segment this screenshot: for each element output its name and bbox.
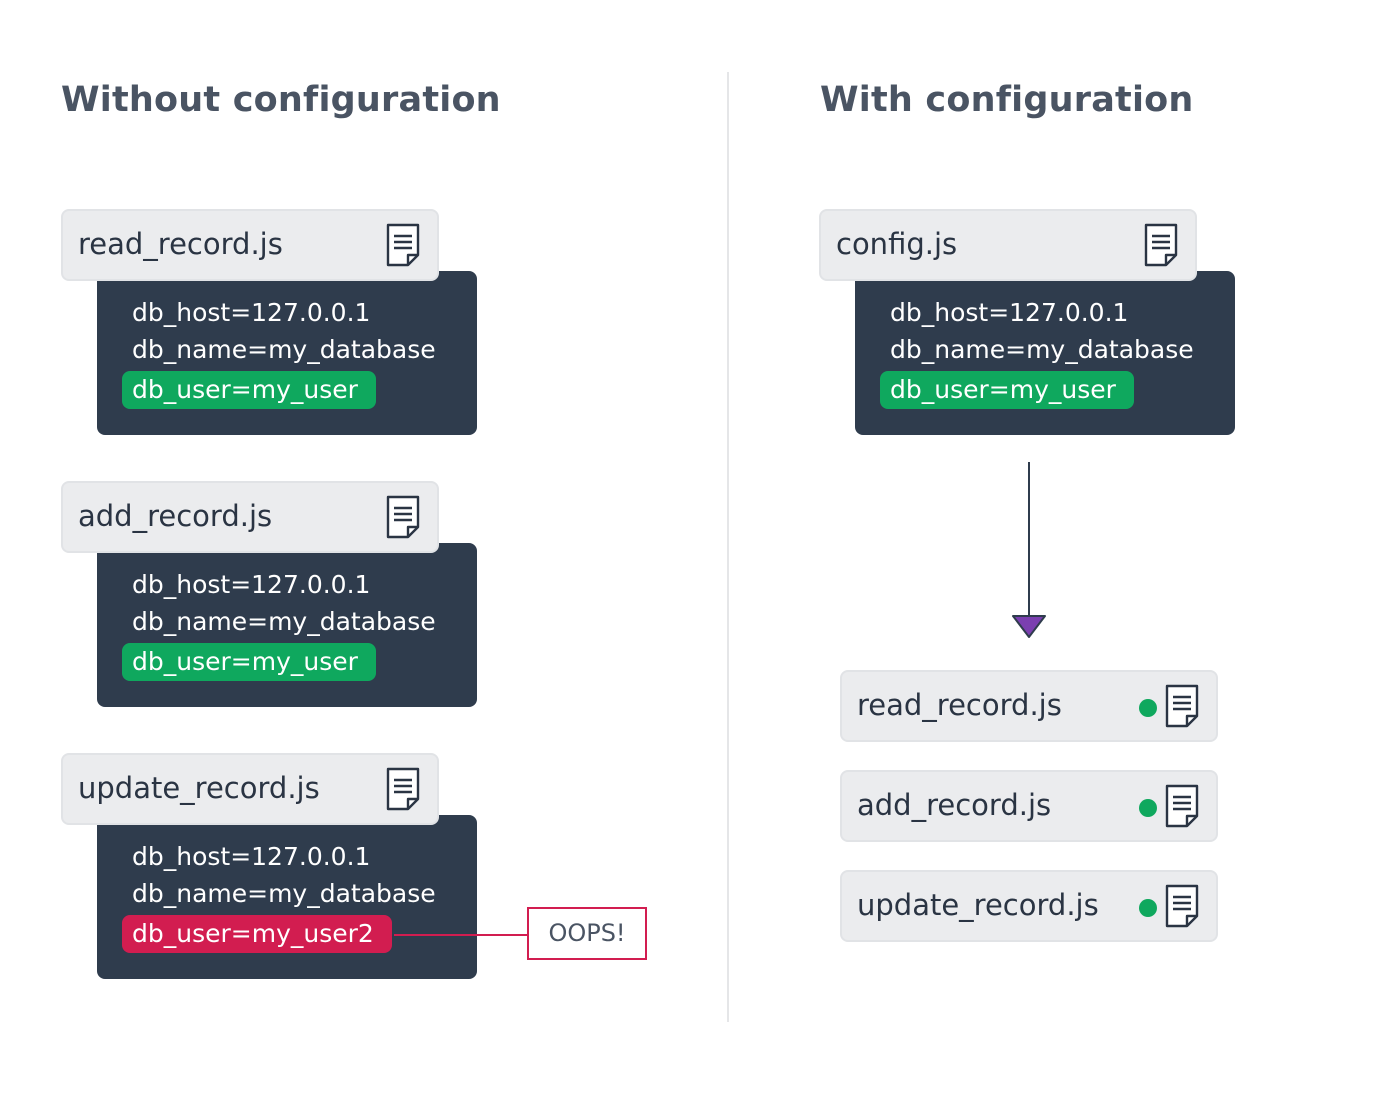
code-line-db-host: db_host=127.0.0.1 bbox=[132, 842, 371, 871]
code-block-config: db_host=127.0.0.1 db_name=my_database db… bbox=[855, 271, 1235, 435]
code-line-db-host: db_host=127.0.0.1 bbox=[132, 570, 371, 599]
file-name: read_record.js bbox=[857, 688, 1062, 722]
document-icon bbox=[386, 223, 420, 267]
file-tab-update-record: update_record.js bbox=[61, 753, 439, 825]
heading-with-configuration: With configuration bbox=[820, 80, 1194, 120]
file-name: read_record.js bbox=[78, 227, 283, 261]
green-dot-icon bbox=[1139, 699, 1157, 717]
green-dot-icon bbox=[1139, 799, 1157, 817]
file-tab-add-record: add_record.js bbox=[61, 481, 439, 553]
file-name: config.js bbox=[836, 227, 958, 261]
green-dot-icon bbox=[1139, 899, 1157, 917]
code-block-add-record: db_host=127.0.0.1 db_name=my_database db… bbox=[97, 543, 477, 707]
file-tab-read-record: read_record.js bbox=[61, 209, 439, 281]
code-line-db-user: db_user=my_user bbox=[122, 371, 376, 409]
document-icon bbox=[1165, 784, 1199, 828]
code-block-read-record: db_host=127.0.0.1 db_name=my_database db… bbox=[97, 271, 477, 435]
document-icon bbox=[1165, 684, 1199, 728]
file-name: update_record.js bbox=[78, 771, 320, 805]
code-line-db-name: db_name=my_database bbox=[132, 879, 436, 908]
document-icon bbox=[386, 767, 420, 811]
heading-without-configuration: Without configuration bbox=[61, 80, 501, 120]
column-divider bbox=[727, 72, 729, 1022]
code-line-db-host: db_host=127.0.0.1 bbox=[132, 298, 371, 327]
code-line-db-user-error: db_user=my_user2 bbox=[122, 915, 392, 953]
code-line-db-name: db_name=my_database bbox=[132, 607, 436, 636]
code-line-db-name: db_name=my_database bbox=[132, 335, 436, 364]
file-name: update_record.js bbox=[857, 888, 1099, 922]
code-line-db-user: db_user=my_user bbox=[122, 643, 376, 681]
oops-callout: OOPS! bbox=[527, 907, 647, 960]
document-icon bbox=[1165, 884, 1199, 928]
file-card-update-record: update_record.js bbox=[840, 870, 1218, 942]
file-tab-config: config.js bbox=[819, 209, 1197, 281]
code-line-db-name: db_name=my_database bbox=[890, 335, 1194, 364]
code-line-db-user: db_user=my_user bbox=[880, 371, 1134, 409]
code-line-db-host: db_host=127.0.0.1 bbox=[890, 298, 1129, 327]
oops-connector-line bbox=[394, 934, 528, 936]
document-icon bbox=[1144, 223, 1178, 267]
arrow-down-icon bbox=[1012, 462, 1046, 638]
file-card-read-record: read_record.js bbox=[840, 670, 1218, 742]
file-name: add_record.js bbox=[857, 788, 1052, 822]
code-block-update-record: db_host=127.0.0.1 db_name=my_database db… bbox=[97, 815, 477, 979]
file-name: add_record.js bbox=[78, 499, 273, 533]
document-icon bbox=[386, 495, 420, 539]
file-card-add-record: add_record.js bbox=[840, 770, 1218, 842]
